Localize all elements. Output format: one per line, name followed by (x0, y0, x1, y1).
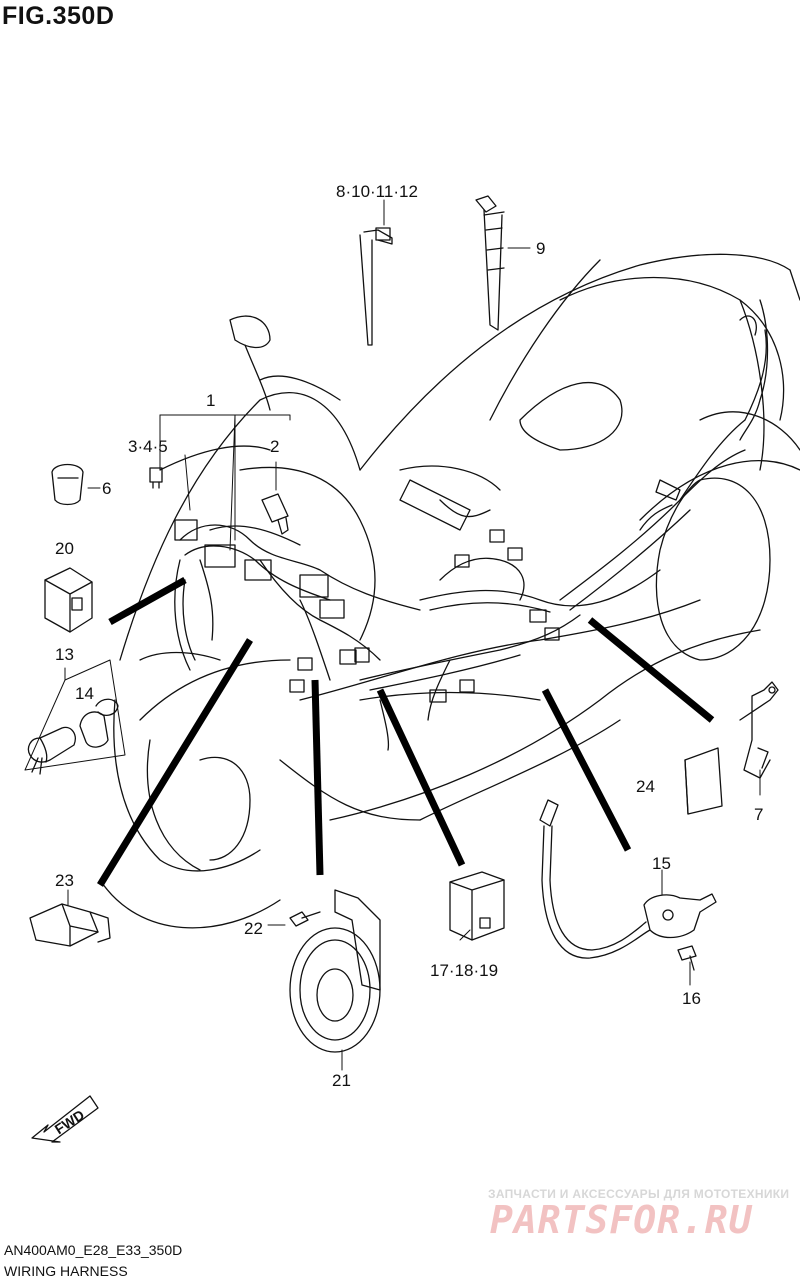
callout-label: 24 (636, 777, 655, 796)
callout-label: 14 (75, 684, 94, 703)
main-wiring-harness (174, 315, 767, 751)
switch-part-15 (539, 799, 717, 971)
cap-part (51, 463, 84, 506)
scooter-outline (99, 253, 800, 929)
relay-part-17 (449, 871, 505, 941)
watermark-logo: PARTSFOR.RU (490, 1198, 753, 1242)
callout-label: 21 (332, 1071, 351, 1090)
callout-label: 16 (682, 989, 701, 1008)
callout-label: 20 (55, 539, 74, 558)
figure-name: WIRING HARNESS (4, 1263, 128, 1279)
clamp-band-part (475, 195, 505, 331)
callout-label: 17·18·19 (430, 961, 499, 980)
sensor-part-23 (29, 903, 111, 947)
watermark-subtitle: ЗАПЧАСТИ И АКСЕССУАРЫ ДЛЯ МОТОТЕХНИКИ (488, 1187, 790, 1201)
callout-label: 13 (55, 645, 74, 664)
cable-tie-part (359, 227, 393, 346)
callout-label: 8·10·11·12 (336, 182, 418, 201)
figure-code: AN400AM0_E28_E33_350D (4, 1242, 183, 1258)
callout-label: 3·4·5 (128, 437, 168, 456)
callout-label: 6 (102, 479, 112, 498)
callout-label: 1 (206, 391, 216, 410)
horn-part (289, 889, 381, 1053)
forward-arrow: FWD (31, 1095, 99, 1143)
accessory-socket-part (27, 698, 119, 775)
callout-label: 7 (754, 805, 764, 824)
callout-label: 22 (244, 919, 263, 938)
callout-leaders (24, 199, 761, 1071)
fuse-part (149, 467, 163, 489)
relay-part (44, 567, 93, 633)
callout-label: 23 (55, 871, 74, 890)
callout-label: 9 (536, 239, 546, 258)
pointer-arrows (97, 576, 715, 887)
bracket-part (739, 681, 779, 779)
connector-part-2 (261, 493, 289, 535)
callout-label: 2 (270, 437, 280, 456)
figure-title: FIG.350D (2, 2, 115, 30)
callout-label: 15 (652, 854, 671, 873)
pad-part (684, 747, 723, 815)
